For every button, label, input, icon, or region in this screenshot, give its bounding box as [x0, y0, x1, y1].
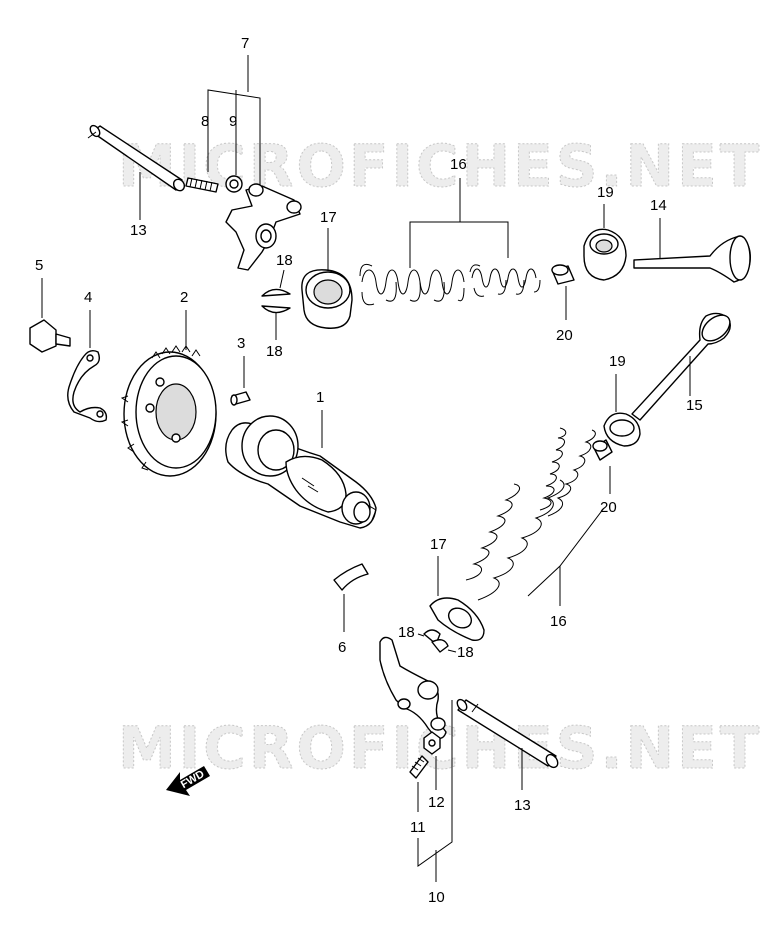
- valve-spring-outer-upper: [359, 263, 465, 306]
- callout-2: 2: [180, 289, 188, 306]
- circlip: [333, 563, 369, 591]
- spring-retainer-upper: [583, 228, 627, 281]
- callout-20-lower: 20: [600, 499, 617, 516]
- valve-stem-seal-upper: [551, 264, 575, 285]
- pin: [230, 391, 251, 406]
- callout-16-lower: 16: [550, 613, 567, 630]
- spring-retainer-lower: [603, 412, 641, 447]
- callout-18-lower-b: 18: [457, 644, 474, 661]
- callout-3: 3: [237, 335, 245, 352]
- callout-20-upper: 20: [556, 327, 573, 344]
- camshaft: [225, 415, 377, 529]
- rocker-arm-lower: [379, 636, 447, 740]
- callout-12: 12: [428, 794, 445, 811]
- callout-14: 14: [650, 197, 667, 214]
- callout-7: 7: [241, 35, 249, 52]
- valve-cotter-lower: [423, 629, 449, 653]
- callout-5: 5: [35, 257, 43, 274]
- callout-17-lower: 17: [430, 536, 447, 553]
- valve-stem-seal-lower: [592, 439, 613, 461]
- rocker-shaft-lower: [456, 698, 559, 769]
- callout-6: 6: [338, 639, 346, 656]
- callout-9: 9: [229, 113, 237, 130]
- camshaft-sprocket: [120, 345, 217, 477]
- rocker-arm-upper: [225, 183, 302, 271]
- callout-13-lower: 13: [514, 797, 531, 814]
- retaining-plate: [67, 349, 108, 423]
- callout-19-upper: 19: [597, 184, 614, 201]
- callout-1: 1: [316, 389, 324, 406]
- callout-19-lower: 19: [609, 353, 626, 370]
- exhaust-valve: [631, 312, 731, 421]
- spring-seat-upper: [301, 269, 353, 329]
- callout-11: 11: [410, 819, 426, 836]
- valve-spring-inner-lower: [539, 427, 596, 517]
- adjusting-screw-lower: [409, 755, 429, 779]
- callout-17-upper: 17: [320, 209, 337, 226]
- callout-8: 8: [201, 113, 209, 130]
- watermark-top: MICROFICHES.NET: [118, 132, 762, 200]
- rocker-shaft-upper: [87, 124, 186, 192]
- spring-seat-lower: [429, 597, 485, 641]
- bolt: [29, 319, 71, 353]
- callout-18-lower-a: 18: [398, 624, 415, 641]
- callout-13-upper: 13: [130, 222, 147, 239]
- lock-nut-lower: [423, 731, 441, 755]
- adjusting-screw-upper: [185, 177, 219, 193]
- callout-15: 15: [686, 397, 703, 414]
- callout-18-upper-a: 18: [276, 252, 293, 269]
- callout-10: 10: [428, 889, 445, 906]
- valve-spring-inner-upper: [469, 264, 541, 297]
- valve-spring-outer-lower: [465, 479, 565, 601]
- callout-16-upper: 16: [450, 156, 467, 173]
- lock-nut-upper: [225, 175, 243, 193]
- callout-4: 4: [84, 289, 92, 306]
- callout-18-upper-b: 18: [266, 343, 283, 360]
- valve-cotter-upper: [261, 288, 291, 314]
- intake-valve: [633, 235, 751, 283]
